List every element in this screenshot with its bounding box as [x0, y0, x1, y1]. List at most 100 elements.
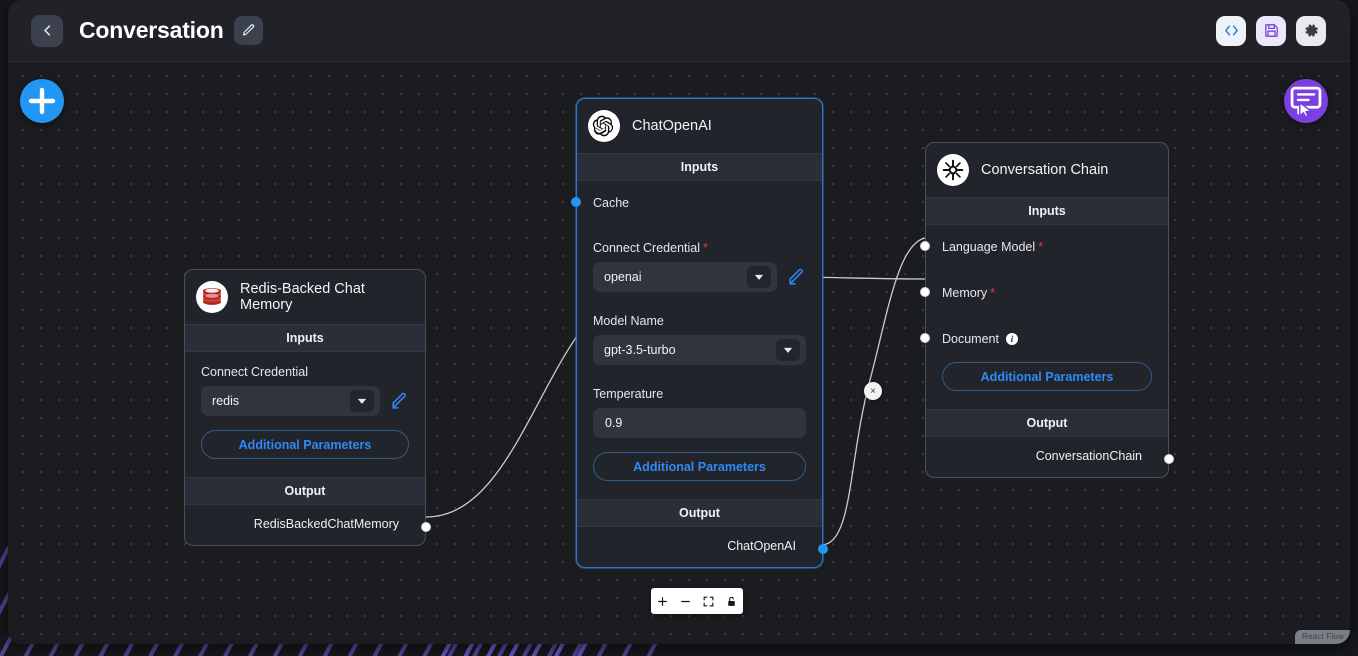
- output-name: ChatOpenAI: [727, 539, 796, 553]
- additional-parameters-button[interactable]: Additional Parameters: [201, 430, 409, 459]
- model-name-label: Model Name: [593, 314, 664, 328]
- zoom-out-button[interactable]: [674, 588, 697, 614]
- node-body: Connect Credential redis: [185, 352, 425, 463]
- credential-label-text: Connect Credential: [593, 241, 701, 255]
- input-row-memory: Memory*: [920, 256, 1168, 302]
- credential-row: Connect Credential redis: [185, 352, 425, 416]
- credential-select[interactable]: redis: [201, 386, 380, 416]
- model-name-row: Model Name gpt-3.5-turbo: [577, 292, 822, 365]
- top-bar-actions: [1216, 15, 1336, 46]
- input-row-document: Document i: [920, 302, 1168, 348]
- input-anchor-document[interactable]: [920, 333, 930, 343]
- input-row-language-model: Language Model*: [920, 225, 1168, 256]
- node-redis-backed-chat-memory[interactable]: Redis-Backed Chat Memory Inputs Connect …: [184, 269, 431, 546]
- chevron-down-icon[interactable]: [350, 390, 374, 412]
- required-asterisk: *: [1038, 239, 1044, 254]
- cache-input-row: Cache: [571, 181, 822, 212]
- output-row: RedisBackedChatMemory: [185, 505, 431, 545]
- credential-value: redis: [212, 394, 240, 408]
- flow-canvas[interactable]: × Redis-Backed Chat Memory In: [8, 62, 1350, 644]
- output-band: Output: [185, 477, 425, 505]
- edit-credential-button[interactable]: [390, 392, 409, 411]
- credential-label: Connect Credential: [201, 365, 309, 379]
- plus-icon: [28, 87, 56, 115]
- chevron-down-glyph: [783, 347, 793, 353]
- output-anchor-conversationchain[interactable]: [1164, 454, 1174, 464]
- input-anchor-language-model[interactable]: [920, 241, 930, 251]
- output-name: ConversationChain: [1035, 449, 1142, 463]
- chat-bubble-cursor-icon: [1290, 86, 1322, 118]
- model-name-select[interactable]: gpt-3.5-turbo: [593, 335, 806, 365]
- pencil-square-icon: [392, 392, 406, 409]
- save-flow-button[interactable]: [1256, 15, 1286, 46]
- node-header: Redis-Backed Chat Memory: [185, 270, 425, 324]
- inputs-band: Inputs: [577, 153, 822, 181]
- node-header: ChatOpenAI: [577, 99, 822, 153]
- temperature-row: Temperature 0.9: [577, 365, 822, 438]
- node-header: Conversation Chain: [926, 143, 1168, 197]
- zoom-in-button[interactable]: [651, 588, 674, 614]
- output-row: ConversationChain: [926, 437, 1174, 477]
- fit-view-button[interactable]: [697, 588, 720, 614]
- openai-logo-icon: [588, 110, 620, 142]
- redis-logo-icon: [196, 281, 228, 313]
- back-button[interactable]: [31, 14, 63, 47]
- credential-value: openai: [604, 270, 642, 284]
- chevron-down-glyph: [754, 274, 764, 280]
- additional-parameters-button[interactable]: Additional Parameters: [593, 452, 806, 481]
- lock-icon: [728, 596, 735, 606]
- edit-title-button[interactable]: [233, 16, 263, 45]
- required-asterisk: *: [990, 285, 996, 300]
- credential-select[interactable]: openai: [593, 262, 777, 292]
- app-window: Conversation: [8, 0, 1350, 644]
- edge-delete-button[interactable]: ×: [864, 382, 882, 400]
- input-label-document: Document: [942, 332, 999, 346]
- node-title: Conversation Chain: [981, 162, 1109, 178]
- canvas-controls: [651, 588, 743, 614]
- credential-label: Connect Credential*: [593, 240, 806, 255]
- settings-button[interactable]: [1296, 15, 1326, 46]
- chevron-down-glyph: [357, 398, 367, 404]
- inputs-band: Inputs: [926, 197, 1168, 225]
- pencil-square-icon: [789, 268, 803, 285]
- output-band: Output: [577, 499, 822, 527]
- inputs-band: Inputs: [185, 324, 425, 352]
- additional-parameters-button[interactable]: Additional Parameters: [942, 362, 1152, 391]
- gear-icon: [1304, 24, 1318, 37]
- chain-link-icon: [937, 154, 969, 186]
- output-anchor-chatopenai[interactable]: [818, 544, 828, 554]
- credential-control-group: redis: [201, 386, 409, 416]
- minus-icon: [681, 600, 690, 602]
- output-name: RedisBackedChatMemory: [253, 517, 399, 531]
- output-anchor-redis[interactable]: [421, 522, 431, 532]
- node-body: Cache Connect Credential* openai: [571, 181, 822, 485]
- open-chat-button[interactable]: [1284, 79, 1328, 123]
- page-title: Conversation: [79, 17, 224, 43]
- node-conversation-chain[interactable]: Conversation Chain Inputs Language Model…: [920, 142, 1174, 478]
- output-band: Output: [926, 409, 1168, 437]
- temperature-input[interactable]: 0.9: [593, 408, 806, 438]
- chain-glyph: [940, 157, 966, 183]
- edit-credential-button[interactable]: [787, 268, 806, 287]
- info-icon[interactable]: i: [1005, 332, 1018, 345]
- node-chatopenai[interactable]: ChatOpenAI Inputs Cache Connect Credenti…: [571, 98, 828, 568]
- lock-button[interactable]: [720, 588, 743, 614]
- plus-icon: [658, 596, 667, 606]
- input-anchor-cache[interactable]: [571, 197, 581, 207]
- chevron-left-icon: [43, 25, 50, 36]
- chevron-down-icon[interactable]: [747, 266, 771, 288]
- react-flow-attribution[interactable]: React Flow: [1294, 630, 1350, 644]
- code-brackets-icon: [1224, 25, 1238, 36]
- add-node-button[interactable]: [20, 79, 64, 123]
- floppy-disk-icon: [1264, 24, 1278, 37]
- input-label-language-model: Language Model: [942, 240, 1036, 254]
- chevron-down-icon[interactable]: [776, 339, 800, 361]
- top-bar: Conversation: [8, 0, 1350, 62]
- view-code-button[interactable]: [1216, 15, 1246, 46]
- input-anchor-memory[interactable]: [920, 287, 930, 297]
- credential-row: Connect Credential* openai: [577, 212, 822, 292]
- redis-stack-glyph: [202, 288, 222, 305]
- pencil-icon: [242, 24, 254, 36]
- openai-lotus-glyph: [591, 113, 617, 139]
